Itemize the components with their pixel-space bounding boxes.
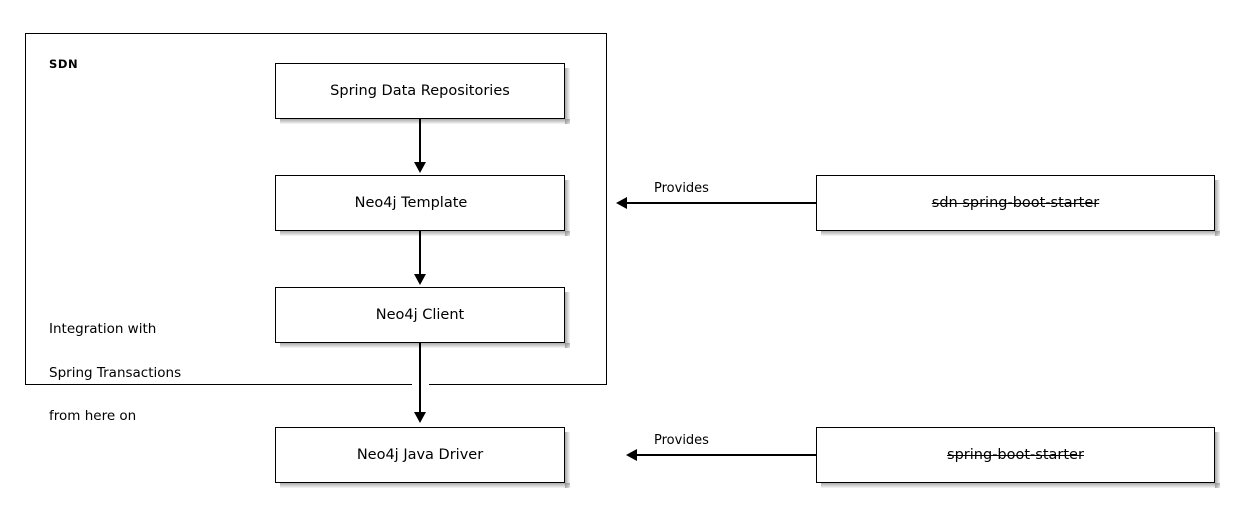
edge-client-to-driver-arrowhead [414,412,426,423]
edge-sdn-starter-provides-line [626,202,816,204]
edge-starter-provides-arrowhead [626,449,637,461]
node-shadow [565,68,570,124]
node-sdn-spring-boot-starter[interactable]: sdn spring-boot-starter [816,175,1215,231]
node-shadow [1215,432,1220,488]
node-label: Spring Data Repositories [330,82,510,99]
package-sdn [25,33,607,385]
node-shadow [565,180,570,236]
edge-repositories-to-template-arrowhead [414,162,426,173]
edge-repositories-to-template-line [419,119,421,164]
node-shadow [565,432,570,488]
node-spring-data-repositories[interactable]: Spring Data Repositories [275,63,565,119]
edge-label-provides-driver: Provides [654,433,709,448]
note-integration-spring-transactions: Integration with Spring Transactions fro… [49,293,181,453]
node-shadow [565,292,570,348]
node-neo4j-template[interactable]: Neo4j Template [275,175,565,231]
node-label: Neo4j Java Driver [356,446,484,463]
node-shadow [280,231,570,236]
node-neo4j-java-driver[interactable]: Neo4j Java Driver [275,427,565,483]
note-line-1: Integration with [49,321,157,337]
package-sdn-label: SDN [49,57,79,71]
node-label: Neo4j Client [375,306,465,323]
edge-label-provides-template: Provides [654,181,709,196]
edge-client-to-driver-line [419,343,421,415]
node-shadow [1215,180,1220,236]
node-shadow [821,483,1220,488]
node-shadow [821,231,1220,236]
note-line-2: Spring Transactions [49,364,182,381]
node-shadow [280,483,570,488]
node-shadow [280,119,570,124]
edge-template-to-client-arrowhead [414,274,426,285]
node-label: Neo4j Template [354,194,468,211]
edge-template-to-client-line [419,231,421,276]
node-neo4j-client[interactable]: Neo4j Client [275,287,565,343]
node-spring-boot-starter[interactable]: spring-boot-starter [816,427,1215,483]
note-line-3: from here on [49,408,137,424]
node-label: sdn spring-boot-starter [931,194,1100,211]
node-shadow [280,343,570,348]
edge-starter-provides-line [636,454,816,456]
node-label: spring-boot-starter [947,446,1084,463]
edge-sdn-starter-provides-arrowhead [616,197,627,209]
